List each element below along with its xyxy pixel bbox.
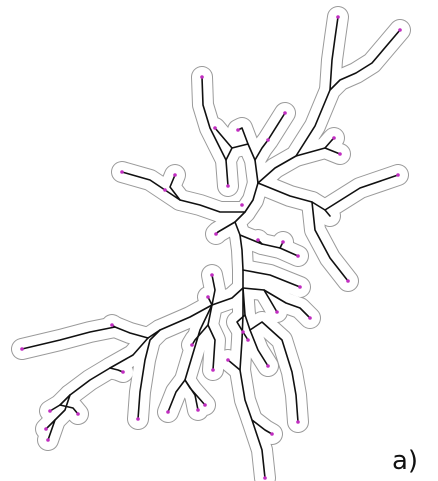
magenta-dot-icon — [190, 343, 194, 347]
magenta-dot-icon — [246, 338, 250, 342]
tree-branch — [21, 326, 149, 350]
tree-branch — [242, 287, 311, 319]
magenta-dot-icon — [214, 232, 218, 236]
magenta-dot-icon — [256, 238, 260, 242]
magenta-dot-icon — [298, 285, 302, 289]
branch-halo-fill — [192, 67, 236, 170]
tree-branch — [251, 419, 273, 435]
magenta-dot-icon — [226, 184, 230, 188]
magenta-dot-icon — [263, 476, 267, 480]
magenta-dot-icon — [296, 420, 300, 424]
magenta-dot-icon — [332, 136, 336, 140]
tree-branch — [47, 419, 56, 441]
tree-branch — [225, 143, 259, 187]
tree-branch — [263, 289, 278, 313]
tree-branch — [45, 394, 71, 430]
tree-branch — [191, 304, 213, 346]
magenta-dot-icon — [200, 75, 204, 79]
magenta-dot-icon — [296, 254, 300, 258]
magenta-dot-icon — [20, 347, 24, 351]
magenta-dot-icon — [206, 295, 210, 299]
tree-branch — [211, 274, 216, 306]
tree-branch — [227, 359, 241, 371]
magenta-dot-icon — [241, 330, 245, 334]
magenta-dot-icon — [211, 368, 215, 372]
magenta-dot-icon — [110, 323, 114, 327]
magenta-dot-icon — [240, 203, 244, 207]
magenta-dot-icon — [396, 173, 400, 177]
magenta-dot-icon — [196, 408, 200, 412]
tree-branch — [257, 174, 399, 211]
magenta-dot-icon — [308, 316, 312, 320]
tree-branch — [236, 314, 249, 341]
magenta-dot-icon — [213, 126, 217, 130]
magenta-dot-icon — [120, 170, 124, 174]
magenta-dot-icon — [283, 111, 287, 115]
tree-branch — [324, 147, 341, 155]
tree-branch — [249, 321, 299, 423]
branch-endpoints — [20, 15, 402, 480]
magenta-dot-icon — [136, 417, 140, 421]
tree-branch — [137, 329, 161, 420]
magenta-dot-icon — [48, 409, 52, 413]
magenta-dot-icon — [76, 412, 80, 416]
magenta-dot-icon — [226, 358, 230, 362]
tree-branch — [59, 404, 79, 415]
magenta-dot-icon — [338, 152, 342, 156]
magenta-dot-icon — [173, 173, 177, 177]
magenta-dot-icon — [121, 370, 125, 374]
tree-branch — [184, 379, 206, 406]
tree-branch — [239, 287, 266, 479]
tree-branch — [239, 234, 299, 257]
tree-branch — [329, 16, 339, 91]
magenta-dot-icon — [281, 240, 285, 244]
tree-branch — [324, 209, 331, 217]
magenta-dot-icon — [46, 438, 50, 442]
magenta-dot-icon — [236, 128, 240, 132]
tree-skeleton — [21, 16, 401, 479]
tree-branch — [254, 112, 286, 161]
magenta-dot-icon — [270, 432, 274, 436]
tree-branch — [169, 174, 181, 201]
tree-branch — [201, 76, 227, 161]
magenta-dot-icon — [336, 15, 340, 19]
magenta-dot-icon — [398, 28, 402, 32]
tree-branch — [207, 324, 216, 371]
panel-label: a) — [392, 446, 419, 476]
magenta-dot-icon — [166, 410, 170, 414]
tree-halo-fill — [12, 7, 410, 481]
magenta-dot-icon — [275, 310, 279, 314]
tree-branch — [311, 201, 349, 282]
magenta-dot-icon — [210, 273, 214, 277]
tree-branch — [214, 127, 233, 149]
magenta-dot-icon — [203, 403, 207, 407]
tree-branch — [242, 269, 301, 288]
magenta-dot-icon — [266, 138, 270, 142]
magenta-dot-icon — [163, 188, 167, 192]
magenta-dot-icon — [346, 279, 350, 283]
magenta-dot-icon — [44, 427, 48, 431]
magenta-dot-icon — [266, 364, 270, 368]
